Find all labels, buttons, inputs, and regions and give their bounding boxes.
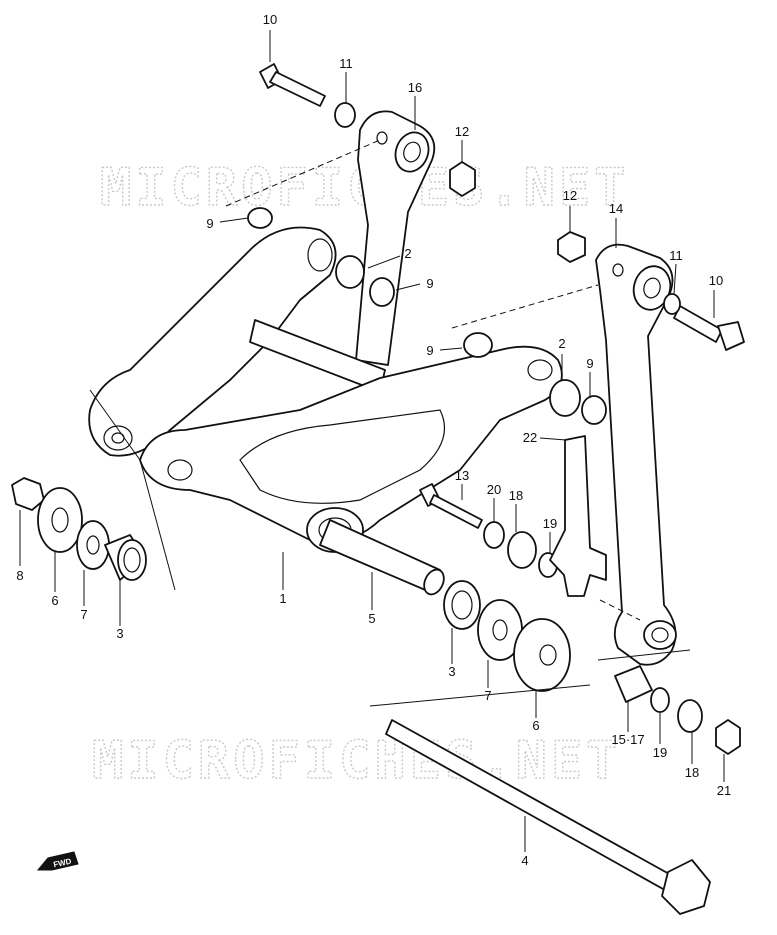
seal-9-b (369, 277, 395, 307)
washer-6-right (513, 618, 571, 692)
callout-2-b: 2 (558, 336, 565, 351)
bolt-13 (419, 483, 483, 529)
callout-2-a: 2 (404, 246, 411, 261)
washer-11-left (334, 102, 356, 128)
guide-line (451, 284, 599, 329)
guide-line (89, 389, 176, 591)
callout-15-17: 15·17 (611, 732, 644, 747)
callout-7-left: 7 (80, 607, 87, 622)
guide-line (597, 649, 691, 661)
callout-20: 20 (487, 482, 501, 497)
callout-5: 5 (368, 611, 375, 626)
collar-18-low (677, 699, 703, 733)
callout-1: 1 (279, 591, 286, 606)
guide-line (369, 684, 591, 707)
callout-10-right: 10 (709, 273, 723, 288)
bolt-4 (385, 719, 711, 915)
callout-8: 8 (16, 568, 23, 583)
callout-9-b: 9 (426, 276, 433, 291)
callout-19-mid: 19 (543, 516, 557, 531)
callout-6-left: 6 (51, 593, 58, 608)
leader-lines (19, 30, 725, 852)
callout-9-d: 9 (586, 356, 593, 371)
callout-9-a: 9 (206, 216, 213, 231)
nut-8 (11, 477, 45, 511)
bolt-10-left (259, 63, 326, 107)
callout-22: 22 (523, 430, 537, 445)
collar-18-mid (507, 531, 537, 569)
bolt-10-right (673, 305, 745, 351)
nut-12-top (449, 161, 476, 197)
callout-14: 14 (609, 201, 623, 216)
callout-6-right: 6 (532, 718, 539, 733)
callout-3-right: 3 (448, 664, 455, 679)
callout-12-right: 12 (563, 188, 577, 203)
washer-6-left (37, 487, 83, 553)
guide-22 (549, 435, 607, 597)
spacer-5 (319, 519, 445, 596)
cushion-rod-left (355, 110, 436, 366)
callout-7-right: 7 (484, 688, 491, 703)
seal-9-c (463, 332, 493, 358)
bushing-15-17 (614, 665, 653, 703)
guide-line (599, 599, 641, 621)
callout-9-c: 9 (426, 343, 433, 358)
callout-18-low: 18 (685, 765, 699, 780)
washer-11-right (663, 293, 681, 315)
right-hardware-stack (443, 580, 571, 692)
callout-19-low: 19 (653, 745, 667, 760)
seal-9-d (581, 395, 607, 425)
fwd-label: FWD (53, 857, 73, 870)
bearing-3-right (443, 580, 481, 630)
callout-10-top: 10 (263, 12, 277, 27)
watermark-bottom: MICROFICHES.NET (92, 731, 622, 791)
nut-21 (715, 719, 741, 755)
callout-11-right: 11 (669, 248, 683, 263)
bushing-2-a (335, 255, 365, 289)
cushion-rod-right (595, 243, 677, 666)
fwd-arrow-icon: FWD (36, 851, 79, 871)
nut-12-right (557, 231, 586, 263)
bearing-3-left (117, 539, 147, 581)
callout-4: 4 (521, 853, 528, 868)
left-hardware-stack (11, 477, 147, 581)
callout-16: 16 (408, 80, 422, 95)
guide-line (225, 139, 381, 207)
callout-12-top: 12 (455, 124, 469, 139)
washer-20 (483, 521, 505, 549)
callout-21: 21 (717, 783, 731, 798)
seal-19-low (650, 687, 670, 713)
cushion-lever (88, 226, 563, 553)
callout-11-top: 11 (339, 56, 353, 71)
bushing-2-b (549, 379, 581, 417)
callout-13: 13 (455, 468, 469, 483)
callout-18-mid: 18 (509, 488, 523, 503)
callout-3-left: 3 (116, 626, 123, 641)
seal-9-a (247, 207, 273, 229)
